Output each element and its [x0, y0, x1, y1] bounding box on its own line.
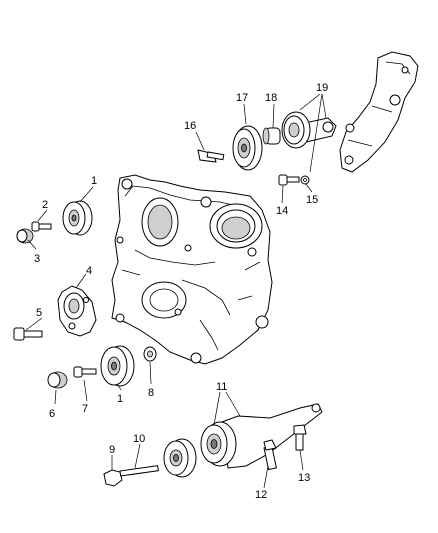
bolt-12 [263, 439, 277, 471]
callout-6: 6 [49, 408, 55, 420]
callout-2: 2 [42, 199, 48, 211]
callout-18: 18 [265, 92, 277, 104]
callout-16: 16 [184, 120, 196, 132]
bolt-16 [197, 149, 225, 163]
bolt-9 [103, 465, 159, 487]
bolt-2 [31, 221, 52, 232]
callout-1-lower: 1 [117, 393, 123, 405]
callout-11: 11 [216, 381, 227, 393]
tensioner-4 [57, 285, 97, 337]
callout-4: 4 [86, 265, 92, 277]
callout-labels: 1 2 3 4 5 6 7 1 8 9 10 11 12 13 14 15 16… [34, 82, 328, 501]
callout-1-upper: 1 [91, 175, 97, 187]
spacer-18 [262, 127, 281, 145]
idler-pulley-17 [232, 125, 263, 171]
callout-19: 19 [316, 82, 328, 94]
washer-15 [300, 175, 310, 185]
callout-3: 3 [34, 253, 40, 265]
callout-7: 7 [82, 403, 88, 415]
idler-pulley-1-lower [100, 345, 135, 387]
callout-5: 5 [36, 307, 42, 319]
washer-8 [143, 346, 157, 362]
idler-assembly-11 [200, 403, 323, 469]
callout-13: 13 [298, 472, 310, 484]
callout-9: 9 [109, 444, 115, 456]
tensioner-pulley-19 [281, 111, 337, 149]
bolt-5 [13, 327, 43, 341]
bolt-14 [278, 174, 300, 186]
cap-3 [16, 228, 34, 244]
callout-8: 8 [148, 387, 154, 399]
cap-6 [47, 371, 68, 389]
callout-12: 12 [255, 489, 267, 501]
mounting-bracket [339, 51, 419, 173]
idler-pulley-1-upper [62, 200, 93, 236]
idler-pulley-10 [163, 438, 197, 478]
callout-14: 14 [276, 205, 288, 217]
bolt-13 [293, 424, 307, 451]
callout-17: 17 [236, 92, 248, 104]
callout-15: 15 [306, 194, 318, 206]
timing-cover [111, 174, 273, 365]
leader-lines [25, 93, 327, 489]
callout-10: 10 [133, 433, 145, 445]
bolt-7 [73, 366, 97, 378]
